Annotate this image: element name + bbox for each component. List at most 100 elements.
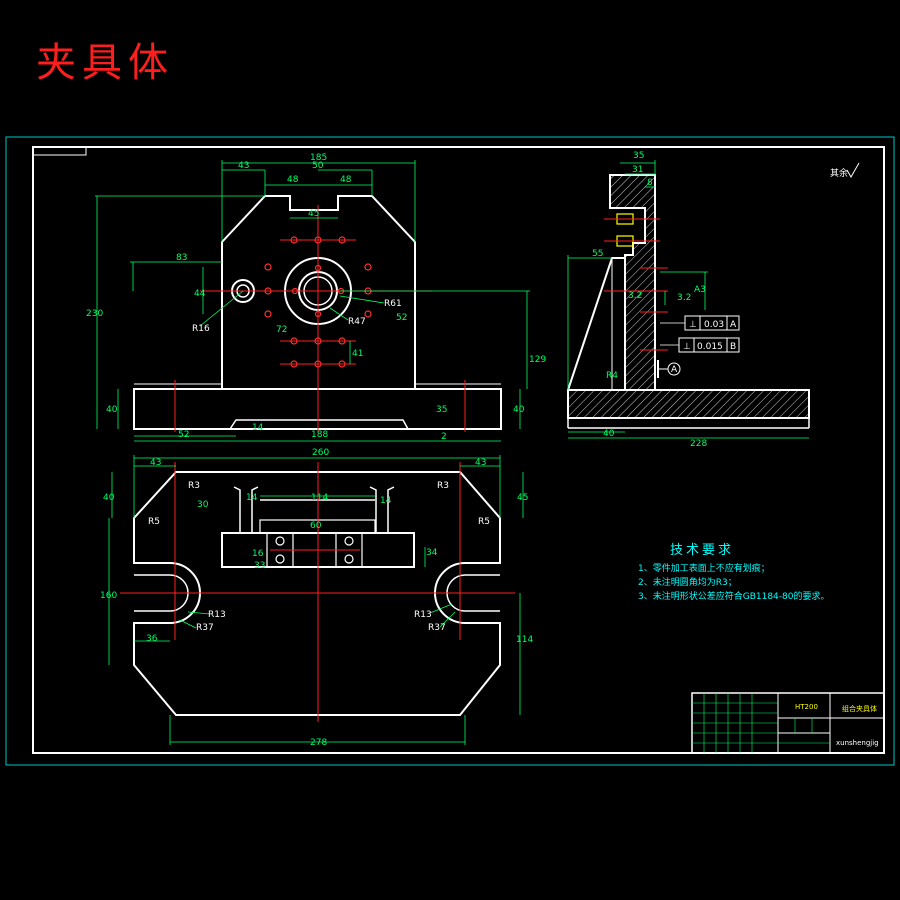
dim-top-45: 45 [517, 493, 528, 503]
top-outline [133, 471, 501, 716]
dim-top-14a: 14 [246, 493, 258, 503]
dim-front-52: 52 [396, 313, 407, 323]
top-dimension-lines [108, 455, 524, 745]
front-base-slot [229, 419, 409, 430]
top-clamp-posts [233, 486, 395, 533]
front-view: 185 43 50 48 48 45 83 44 230 R16 R61 72 … [86, 153, 546, 442]
tech-item-2: 2、未注明圆角均为R3； [638, 576, 737, 588]
dim-side-31: 31 [632, 165, 643, 175]
title-block-grid [692, 693, 830, 753]
datum-a-symbol: A [657, 360, 681, 378]
svg-text:⊥: ⊥ [683, 342, 691, 352]
svg-text:0.03: 0.03 [704, 320, 724, 330]
dim-side-R4: R4 [606, 371, 618, 381]
dim-top-36: 36 [146, 634, 158, 644]
side-upright-section [609, 174, 656, 391]
top-center-lines [120, 462, 515, 722]
dim-front-129: 129 [529, 355, 546, 365]
dim-top-34: 34 [426, 548, 438, 558]
tech-heading: 技术要求 [670, 543, 734, 558]
dim-front-50: 50 [312, 161, 324, 171]
dim-side-40: 40 [603, 429, 615, 439]
dim-front-41: 41 [352, 349, 363, 359]
tech-requirements: 技术要求 1、零件加工表面上不应有划痕； 2、未注明圆角均为R3； 3、未注明形… [638, 543, 829, 602]
dim-front-40a: 40 [106, 405, 118, 415]
dim-top-160: 160 [100, 591, 117, 601]
title-block-part-name: 组合夹具体 [842, 704, 877, 713]
tolerance-frame-2: ⊥ 0.015 B [660, 337, 740, 353]
svg-text:B: B [730, 342, 736, 352]
dim-front-40b: 40 [513, 405, 525, 415]
dim-top-260: 260 [312, 448, 329, 458]
dim-top-43b: 43 [475, 458, 486, 468]
svg-text:A: A [671, 365, 678, 375]
dim-top-278: 278 [310, 738, 327, 748]
outer-frame [5, 136, 895, 766]
drawing-title: 夹具体 [36, 40, 174, 86]
dim-top-114b: 114 [516, 635, 533, 645]
dim-side-55: 55 [592, 249, 603, 259]
dim-front-230: 230 [86, 309, 103, 319]
dim-front-185: 185 [310, 153, 327, 163]
dim-side-A3: A3 [694, 285, 706, 295]
title-block-drawing-no: xunshengjig [836, 739, 879, 747]
dim-top-R13a: R13 [208, 610, 226, 620]
top-slot-left-inner [134, 574, 189, 612]
dim-top-40: 40 [103, 493, 115, 503]
dim-front-52b: 52 [178, 430, 189, 440]
top-view: 260 43 43 40 45 R3 R3 R5 R5 30 14 114 14… [100, 448, 533, 748]
tech-item-1: 1、零件加工表面上不应有划痕； [638, 562, 770, 574]
dim-side-35: 35 [633, 151, 644, 161]
dim-front-72: 72 [276, 325, 287, 335]
dim-top-14b: 14 [380, 496, 392, 506]
dim-front-35: 35 [436, 405, 447, 415]
side-dimension-lines [567, 160, 809, 439]
dim-top-R37a: R37 [196, 623, 214, 633]
dim-front-43: 43 [238, 161, 249, 171]
dim-top-16: 16 [252, 549, 264, 559]
dim-top-R5a: R5 [148, 517, 160, 527]
svg-text:A: A [730, 320, 737, 330]
dim-front-14: 14 [252, 423, 264, 433]
dim-top-114: 114 [311, 493, 328, 503]
front-dimension-lines [95, 160, 530, 442]
dim-side-3.2a: 3.2 [628, 291, 642, 301]
dim-top-R13b: R13 [414, 610, 432, 620]
inner-frame [32, 146, 885, 754]
side-base-section [567, 389, 810, 419]
dim-side-3.2b: 3.2 [677, 293, 691, 303]
dim-front-48a: 48 [287, 175, 299, 185]
tolerance-frame-1: ⊥ 0.03 A [660, 315, 740, 331]
top-slot-right-inner [446, 574, 500, 612]
dim-top-60: 60 [310, 521, 322, 531]
front-center-lines [174, 205, 466, 432]
dim-front-R47: R47 [348, 317, 366, 327]
dim-front-R16: R16 [192, 324, 210, 334]
side-view: 35 31 8 55 3.2 3.2 R4 40 228 A3 ⊥ 0.03 A… [567, 151, 810, 449]
dim-front-45: 45 [308, 209, 319, 219]
title-block-material: HT200 [795, 703, 818, 711]
svg-text:⊥: ⊥ [689, 320, 697, 330]
dim-front-44: 44 [194, 289, 206, 299]
dim-front-R61: R61 [384, 299, 402, 309]
roughness-note: 其余 [830, 167, 848, 179]
roughness-symbol [846, 162, 860, 179]
dim-top-33: 33 [254, 561, 265, 571]
frame-tab [33, 147, 87, 156]
title-block: HT200 组合夹具体 xunshengjig [691, 692, 885, 754]
dim-front-188: 188 [311, 430, 328, 440]
svg-text:0.015: 0.015 [697, 342, 723, 352]
dim-front-2: 2 [441, 432, 447, 442]
dim-top-R5b: R5 [478, 517, 490, 527]
dim-front-48b: 48 [340, 175, 352, 185]
dim-front-83: 83 [176, 253, 187, 263]
top-small-holes [275, 536, 354, 564]
dim-top-R3a: R3 [188, 481, 200, 491]
side-center-lines [604, 218, 668, 351]
dim-top-30: 30 [197, 500, 209, 510]
dim-top-R37b: R37 [428, 623, 446, 633]
tech-item-3: 3、未注明形状公差应符合GB1184-80的要求。 [638, 590, 829, 602]
dim-top-R3b: R3 [437, 481, 449, 491]
